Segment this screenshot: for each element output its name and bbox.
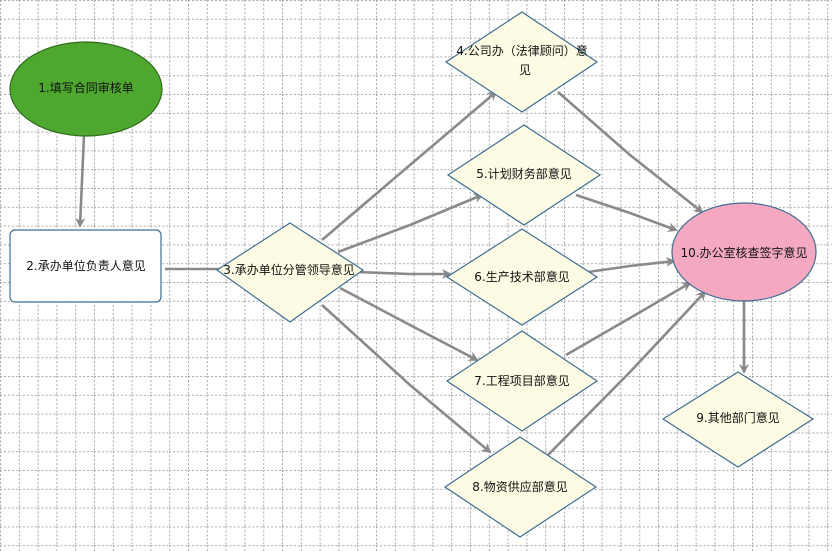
connector-5-to-10 xyxy=(575,193,678,232)
connector-4-to-10 xyxy=(557,91,704,214)
start-node-label: 1.填写合同审核单 xyxy=(38,81,134,95)
connector-3-to-4 xyxy=(321,90,498,241)
connector-6-to-10 xyxy=(587,256,676,274)
node-4-label-line2: 见 xyxy=(518,63,531,77)
node-7-label: 7.工程项目部意见 xyxy=(474,374,570,388)
node-2-label: 2.承办单位负责人意见 xyxy=(26,259,146,273)
diamond-node-7-shape xyxy=(445,330,599,432)
connector-1-to-2 xyxy=(75,134,86,228)
diamond-node-5-shape xyxy=(446,124,602,226)
connector-8-to-10 xyxy=(547,290,707,456)
connector-3-to-8 xyxy=(321,304,492,454)
node-8-label: 8.物资供应部意见 xyxy=(472,480,568,494)
connector-3-to-7 xyxy=(339,286,479,362)
connectors xyxy=(75,90,749,456)
node-5-label: 5.计划财务部意见 xyxy=(476,167,572,181)
start-node-shape xyxy=(9,41,163,137)
diamond-node-8-shape xyxy=(443,436,598,538)
connector-3-to-6 xyxy=(354,269,452,279)
node-4-label-line1: 4.公司办（法律顾问）意 xyxy=(456,44,588,58)
box-node-shape xyxy=(9,229,162,303)
end-node-label: 10.办公室核查签字意见 xyxy=(680,246,808,260)
node-3-label: 3.承办单位分管领导意见 xyxy=(223,263,355,277)
connector-3-to-5 xyxy=(337,193,484,254)
diamond-node-9-shape xyxy=(661,371,815,468)
node-9-label: 9.其他部门意见 xyxy=(696,411,780,425)
node-6-label: 6.生产技术部意见 xyxy=(474,270,570,284)
diamond-node-6-shape xyxy=(445,228,599,326)
diamond-node-4-shape xyxy=(444,11,599,113)
connector-7-to-10 xyxy=(565,281,692,357)
end-node-shape xyxy=(671,202,817,302)
diamond-node-3-shape xyxy=(215,222,365,323)
